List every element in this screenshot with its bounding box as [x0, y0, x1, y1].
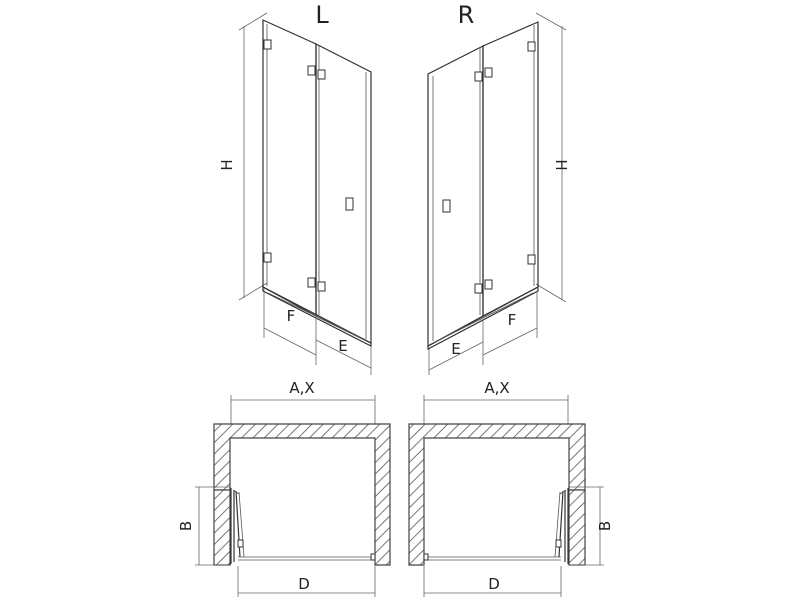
hinge-icon	[263, 252, 272, 263]
right-plan-folded-doors	[423, 488, 569, 564]
handle-icon	[442, 199, 451, 213]
left-width-dimension: A,X	[230, 379, 376, 424]
hinge-icon	[527, 41, 536, 52]
left-depth-label: B	[177, 521, 195, 531]
left-door-view: L H	[218, 1, 372, 375]
left-plan-folded-doors	[230, 488, 376, 564]
right-hinges	[442, 41, 536, 294]
right-plan-walls	[408, 423, 586, 566]
right-bottom-dimensions: F E	[428, 291, 538, 375]
right-height-dimension: H	[535, 12, 570, 303]
left-height-label: H	[218, 159, 236, 170]
left-plan-view: A,X B D	[177, 379, 391, 597]
right-depth-dimension: B	[568, 486, 614, 566]
hinge-icon	[307, 65, 316, 76]
left-view-label: L	[315, 1, 329, 29]
hinge-icon	[474, 71, 483, 82]
right-plan-wall-lower	[568, 489, 586, 566]
left-hinges	[263, 39, 354, 292]
right-glass-panels	[427, 21, 539, 350]
left-width-label: A,X	[289, 379, 314, 397]
left-panel-e-label: E	[338, 337, 347, 355]
right-view-label: R	[458, 1, 475, 29]
right-panel-f-label: F	[508, 311, 517, 329]
left-depth-dimension: B	[177, 486, 231, 566]
left-height-dimension: H	[218, 12, 268, 301]
right-opening-label: D	[488, 575, 500, 593]
hinge-icon	[527, 254, 536, 265]
hinge-icon	[263, 39, 272, 50]
right-plan-view: A,X B D	[408, 379, 614, 597]
right-panel-e-label: E	[451, 340, 460, 358]
hinge-icon	[317, 69, 326, 80]
left-glass-panels	[262, 19, 372, 347]
left-plan-wall-lower	[213, 489, 231, 566]
right-height-label: H	[552, 159, 570, 170]
right-width-dimension: A,X	[423, 379, 569, 424]
hinge-icon	[484, 279, 493, 290]
right-opening-dimension: D	[423, 566, 562, 597]
right-depth-label: B	[596, 521, 614, 531]
right-width-label: A,X	[484, 379, 509, 397]
hinge-icon	[307, 277, 316, 288]
hinge-icon	[484, 67, 493, 78]
left-bottom-dimensions: F E	[263, 289, 372, 375]
left-panel-f-label: F	[287, 307, 296, 325]
left-opening-label: D	[298, 575, 310, 593]
hinge-icon	[474, 283, 483, 294]
handle-icon	[345, 197, 354, 211]
hinge-icon	[317, 281, 326, 292]
left-opening-dimension: D	[237, 566, 376, 597]
right-door-view: R H	[427, 1, 570, 375]
